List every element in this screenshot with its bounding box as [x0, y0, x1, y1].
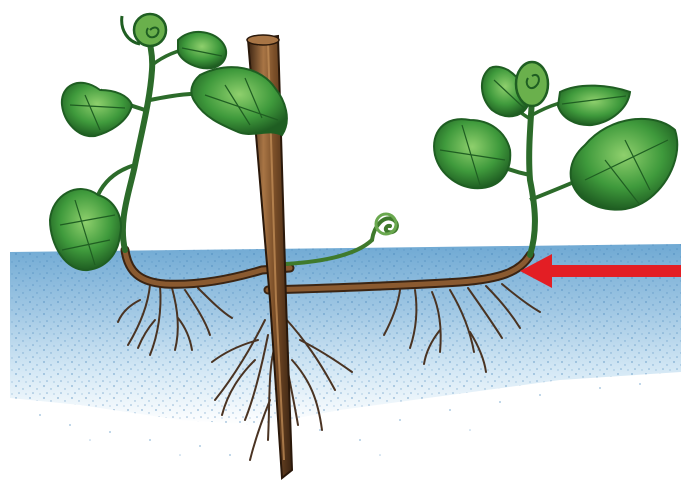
- right-leaf-upper-right: [558, 86, 630, 126]
- right-leaf-left: [434, 119, 510, 188]
- left-curled-bud: [122, 14, 166, 46]
- left-leaf-upper-left: [62, 83, 132, 136]
- right-curled-bud: [516, 62, 548, 106]
- right-young-plant: [434, 62, 677, 255]
- left-leaf-top-small: [178, 32, 226, 68]
- right-leaf-large: [571, 119, 678, 210]
- young-runner-tip: [372, 214, 397, 240]
